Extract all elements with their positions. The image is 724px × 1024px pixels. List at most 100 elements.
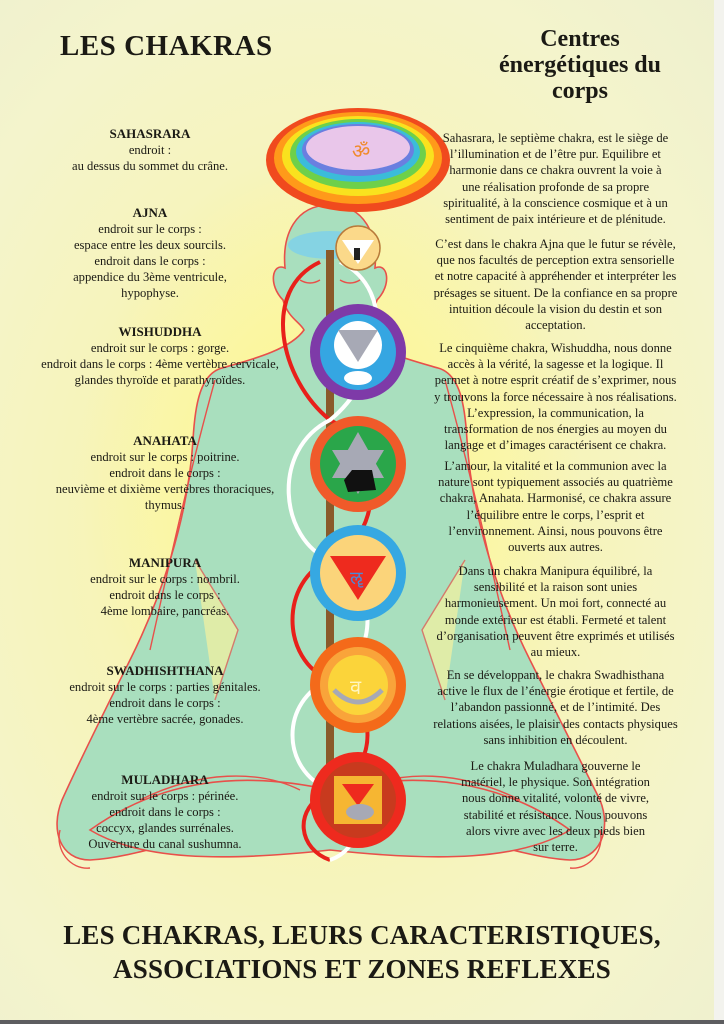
- chakra-name: MULADHARA: [121, 772, 209, 787]
- description-line: une réalisation profonde de sa propre: [461, 179, 650, 194]
- description-line: sans inhibition en découlent.: [483, 732, 628, 747]
- location-sahasrara: SAHASRARA endroit : au dessus du sommet …: [0, 126, 300, 174]
- location-anahata: ANAHATA endroit sur le corps : poitrine.…: [15, 433, 315, 513]
- chakra-name: SAHASRARA: [109, 126, 191, 141]
- chakra-name: ANAHATA: [133, 433, 197, 448]
- description-line: L’expression, la communication, la: [467, 405, 644, 420]
- description-line: Dans un chakra Manipura équilibré, la: [458, 564, 653, 578]
- location-line: espace entre les deux sourcils.: [73, 238, 227, 252]
- description-line: ouverts aux autres.: [508, 540, 603, 555]
- location-line: endroit sur le corps : gorge.: [90, 341, 230, 355]
- description-line: harmonie dans ce chakra ouvrent la voie …: [449, 163, 662, 178]
- chakra-figure-illustration: ॐ ॡ: [56, 108, 606, 869]
- location-line: 4ème vertèbre sacrée, gonades.: [86, 712, 244, 726]
- chakra-name: SWADHISHTHANA: [106, 663, 224, 678]
- chakra-name: AJNA: [132, 205, 168, 220]
- location-line: endroit :: [128, 143, 172, 157]
- description-line: active le flux de l’énergie érotique et …: [437, 684, 674, 699]
- location-line: endroit sur le corps : parties génitales…: [69, 680, 261, 694]
- footer-title: LES CHAKRAS, LEURS CARACTERISTIQUES, ASS…: [0, 918, 724, 986]
- location-line: thymus.: [144, 498, 186, 512]
- wishuddha-chakra-icon: [310, 304, 406, 400]
- description-line: langage et d’images caractérisent ce cha…: [444, 438, 667, 453]
- description-swadhisthana: En se développant, le chakra Swadhisthan…: [393, 667, 718, 748]
- location-swadhishthana: SWADHISHTHANA endroit sur le corps : par…: [15, 663, 315, 727]
- description-ajna: C’est dans le chakra Ajna que le futur s…: [393, 236, 718, 333]
- description-line: chakra, Anahata. Harmonisé, ce chakra as…: [439, 491, 672, 506]
- location-line: endroit dans le corps :: [109, 466, 221, 480]
- description-line: sentiment de paix intérieure et de pléni…: [445, 212, 666, 227]
- location-line: endroit sur le corps :: [98, 222, 202, 236]
- description-line: Le chakra Muladhara gouverne le: [470, 759, 641, 773]
- location-line: glandes thyroïde et parathyroïdes.: [74, 373, 246, 387]
- description-line: y trouvons la force nécessaire à nos réa…: [434, 389, 677, 404]
- description-line: accès à la vérité, la sagesse et la logi…: [447, 357, 664, 372]
- description-line: l’équilibre entre le corps, l’esprit et: [466, 507, 645, 522]
- page-title: LES CHAKRAS: [60, 30, 273, 62]
- description-line: matériel, le physique. Son intégration: [461, 775, 650, 790]
- subtitle-line: énergétiques du: [499, 52, 661, 78]
- subtitle-line: corps: [552, 78, 608, 104]
- sushumna-channel: [326, 250, 334, 810]
- location-line: endroit sur le corps : périnée.: [91, 789, 239, 803]
- location-line: endroit sur le corps : nombril.: [90, 572, 240, 586]
- description-line: L’amour, la vitalité et la communion ave…: [444, 459, 667, 473]
- description-line: Le cinquième chakra, Wishuddha, nous don…: [439, 341, 672, 355]
- location-line: endroit dans le corps :: [94, 254, 206, 268]
- location-line: au dessus du sommet du crâne.: [72, 159, 228, 173]
- location-line: hypophyse.: [121, 286, 179, 300]
- description-line: transformation de nos énergies au moyen …: [444, 422, 667, 437]
- description-wishuddha: Le cinquième chakra, Wishuddha, nous don…: [393, 340, 718, 453]
- location-ajna: AJNA endroit sur le corps : espace entre…: [0, 205, 300, 301]
- subtitle-line: Centres: [540, 26, 620, 52]
- svg-text:ॡ: ॡ: [350, 568, 364, 589]
- page-subtitle: Centres énergétiques du corps: [480, 26, 680, 104]
- description-line: et notre capacité à appréhender et inter…: [434, 269, 677, 284]
- location-line: endroit dans le corps :: [109, 696, 221, 710]
- meditating-body-svg: ॐ ॡ: [56, 108, 606, 869]
- description-line: présages se situent. De la confiance en …: [433, 285, 678, 300]
- swadhisthana-chakra-icon: व: [310, 637, 406, 733]
- location-line: 4ème lombaire, pancréas.: [100, 604, 230, 618]
- location-muladhara: MULADHARA endroit sur le corps : périnée…: [15, 772, 315, 852]
- description-line: En se développant, le chakra Swadhisthan…: [446, 668, 665, 682]
- description-line: au mieux.: [530, 645, 581, 660]
- description-anahata: L’amour, la vitalité et la communion ave…: [393, 458, 718, 555]
- description-manipura: Dans un chakra Manipura équilibré, la se…: [393, 563, 718, 660]
- description-line: monde extérieur est établi. Fermeté et t…: [444, 612, 667, 627]
- description-line: que nos facultés de perception extra sen…: [436, 253, 675, 268]
- footer-title-line: ASSOCIATIONS ET ZONES REFLEXES: [113, 954, 611, 984]
- description-line: relations aisées, le plaisir des contact…: [433, 716, 678, 731]
- description-line: sur terre.: [533, 840, 578, 855]
- description-line: nous donne vitalité, volonté de vivre,: [461, 791, 650, 806]
- manipura-chakra-icon: ॡ: [310, 525, 406, 621]
- description-line: harmonieusement. Un moi fort, connecté a…: [444, 596, 667, 611]
- location-line: appendice du 3ème ventricule,: [73, 270, 227, 284]
- description-line: l’illumination et de l’être pur. Equilib…: [450, 147, 661, 162]
- description-sahasrara: Sahasrara, le septième chakra, est le si…: [393, 130, 718, 227]
- description-line: permet à notre esprit créatif de s’expri…: [434, 373, 677, 388]
- description-line: Sahasrara, le septième chakra, est le si…: [442, 131, 669, 145]
- description-line: C’est dans le chakra Ajna que le futur s…: [435, 237, 676, 251]
- description-line: alors vivre avec les deux pieds bien: [465, 823, 646, 838]
- description-line: intuition découle la vision du destin et…: [448, 301, 663, 316]
- location-line: endroit sur le corps : poitrine.: [90, 450, 240, 464]
- svg-text:व: व: [350, 675, 362, 699]
- description-line: l’abandon passionné, et de l’intimité. D…: [450, 700, 661, 715]
- description-line: acceptation.: [525, 318, 586, 333]
- page-edge: [714, 0, 724, 1024]
- location-line: endroit dans le corps :: [109, 805, 221, 819]
- location-line: endroit dans le corps : 4ème vertèbre ce…: [41, 357, 279, 371]
- svg-text:ॐ: ॐ: [352, 139, 370, 163]
- description-line: spiritualité, à la conscience cosmique e…: [443, 195, 668, 210]
- page-bottom-edge: [0, 1020, 724, 1024]
- location-manipura: MANIPURA endroit sur le corps : nombril.…: [15, 555, 315, 619]
- description-line: sensibilité et la raison sont unies: [473, 580, 638, 595]
- location-line: neuvième et dixième vertèbres thoracique…: [55, 482, 275, 496]
- description-muladhara: Le chakra Muladhara gouverne le matériel…: [393, 758, 718, 855]
- location-line: Ouverture du canal sushumna.: [88, 837, 242, 851]
- description-line: stabilité et résistance. Nous pouvons: [463, 807, 648, 822]
- description-line: d’organisation peuvent être exprimés et …: [436, 628, 675, 643]
- location-line: endroit dans le corps :: [109, 588, 221, 602]
- location-line: coccyx, glandes surrénales.: [96, 821, 234, 835]
